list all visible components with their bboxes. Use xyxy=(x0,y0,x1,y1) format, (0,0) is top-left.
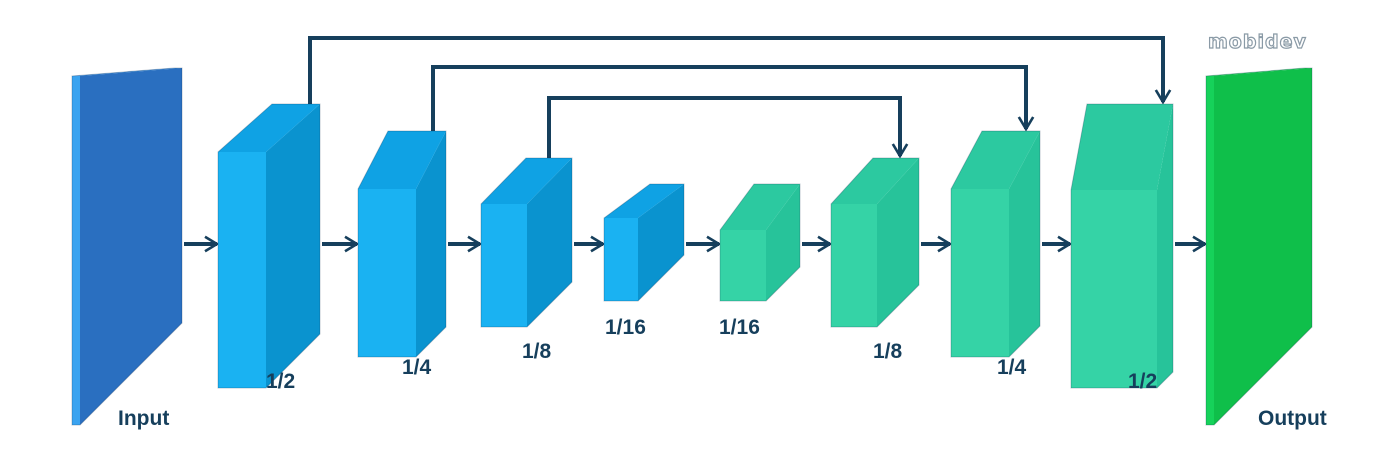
layer-front-face xyxy=(1009,131,1040,357)
layer-label-output: Output xyxy=(1258,407,1327,430)
layer-outline xyxy=(950,130,1041,358)
layer-side-face xyxy=(72,76,80,425)
layer-upper-face xyxy=(72,68,182,76)
layer-upper-face xyxy=(481,158,572,204)
layer-upper-face xyxy=(1206,68,1312,76)
layer-upper-face xyxy=(1071,104,1173,190)
layer-label-enc-1-2: 1/2 xyxy=(266,370,295,393)
layer-label-input: Input xyxy=(118,407,169,430)
layer-side-face xyxy=(604,218,638,301)
layer-side-face xyxy=(218,152,266,388)
layer-outline xyxy=(71,67,183,426)
layer-front-face xyxy=(1214,68,1312,425)
layer-side-face xyxy=(481,204,527,327)
layer-label-enc-1-8: 1/8 xyxy=(522,340,552,363)
layer-upper-face xyxy=(218,104,320,152)
layer-block-enc-1-2 xyxy=(217,103,321,389)
layer-front-face xyxy=(1157,104,1173,388)
layer-label-dec-1-4: 1/4 xyxy=(997,356,1027,379)
layer-outline xyxy=(217,103,321,389)
layer-upper-face xyxy=(831,158,919,204)
layer-block-enc-1-8 xyxy=(480,157,573,328)
layer-blocks xyxy=(71,67,1313,426)
layer-outline xyxy=(719,183,801,302)
layer-front-face xyxy=(766,184,800,301)
layer-upper-face xyxy=(358,131,446,189)
layer-side-face xyxy=(951,189,1009,357)
layer-side-face xyxy=(1206,76,1214,425)
layer-label-dec-1-2: 1/2 xyxy=(1128,370,1157,393)
layer-label-dec-1-8: 1/8 xyxy=(873,340,903,363)
layer-upper-face xyxy=(951,131,1040,189)
layer-upper-face xyxy=(720,184,800,230)
skip-connections xyxy=(308,36,1163,158)
skip-connection-enc-1-4-to-dec-1-4 xyxy=(431,65,1026,131)
layer-side-face xyxy=(1071,190,1157,388)
brand-logo: mobidev xyxy=(1208,31,1307,53)
layer-block-enc-1-16 xyxy=(603,183,685,302)
layer-side-face xyxy=(831,204,877,327)
layer-block-dec-1-2 xyxy=(1070,103,1174,389)
layer-label-enc-1-4: 1/4 xyxy=(402,356,432,379)
layer-block-dec-1-4 xyxy=(950,130,1041,358)
layer-label-enc-1-16: 1/16 xyxy=(605,316,646,339)
layer-labels: Input 1/2 1/4 1/8 1/16 1/16 1/8 1/4 1/2 … xyxy=(118,316,1327,430)
layer-upper-face xyxy=(604,184,684,218)
layer-block-dec-1-8 xyxy=(830,157,920,328)
layer-front-face xyxy=(527,158,572,327)
layer-block-input xyxy=(71,67,183,426)
layer-block-output xyxy=(1205,67,1313,426)
layer-front-face xyxy=(877,158,919,327)
layer-block-dec-1-16 xyxy=(719,183,801,302)
layer-front-face xyxy=(266,104,320,388)
layer-outline xyxy=(480,157,573,328)
layer-label-dec-1-16: 1/16 xyxy=(719,316,760,339)
layer-outline xyxy=(357,130,447,358)
skip-connection-enc-1-8-to-dec-1-8 xyxy=(547,96,900,158)
layer-side-face xyxy=(720,230,766,301)
layer-front-face xyxy=(80,68,182,425)
layer-outline xyxy=(1070,103,1174,389)
layer-block-enc-1-4 xyxy=(357,130,447,358)
layer-outline xyxy=(1205,67,1313,426)
layer-front-face xyxy=(638,184,684,301)
skip-connection-enc-1-2-to-dec-1-2 xyxy=(308,36,1163,104)
layer-front-face xyxy=(416,131,446,357)
layer-side-face xyxy=(358,189,416,357)
layer-outline xyxy=(603,183,685,302)
layer-outline xyxy=(830,157,920,328)
